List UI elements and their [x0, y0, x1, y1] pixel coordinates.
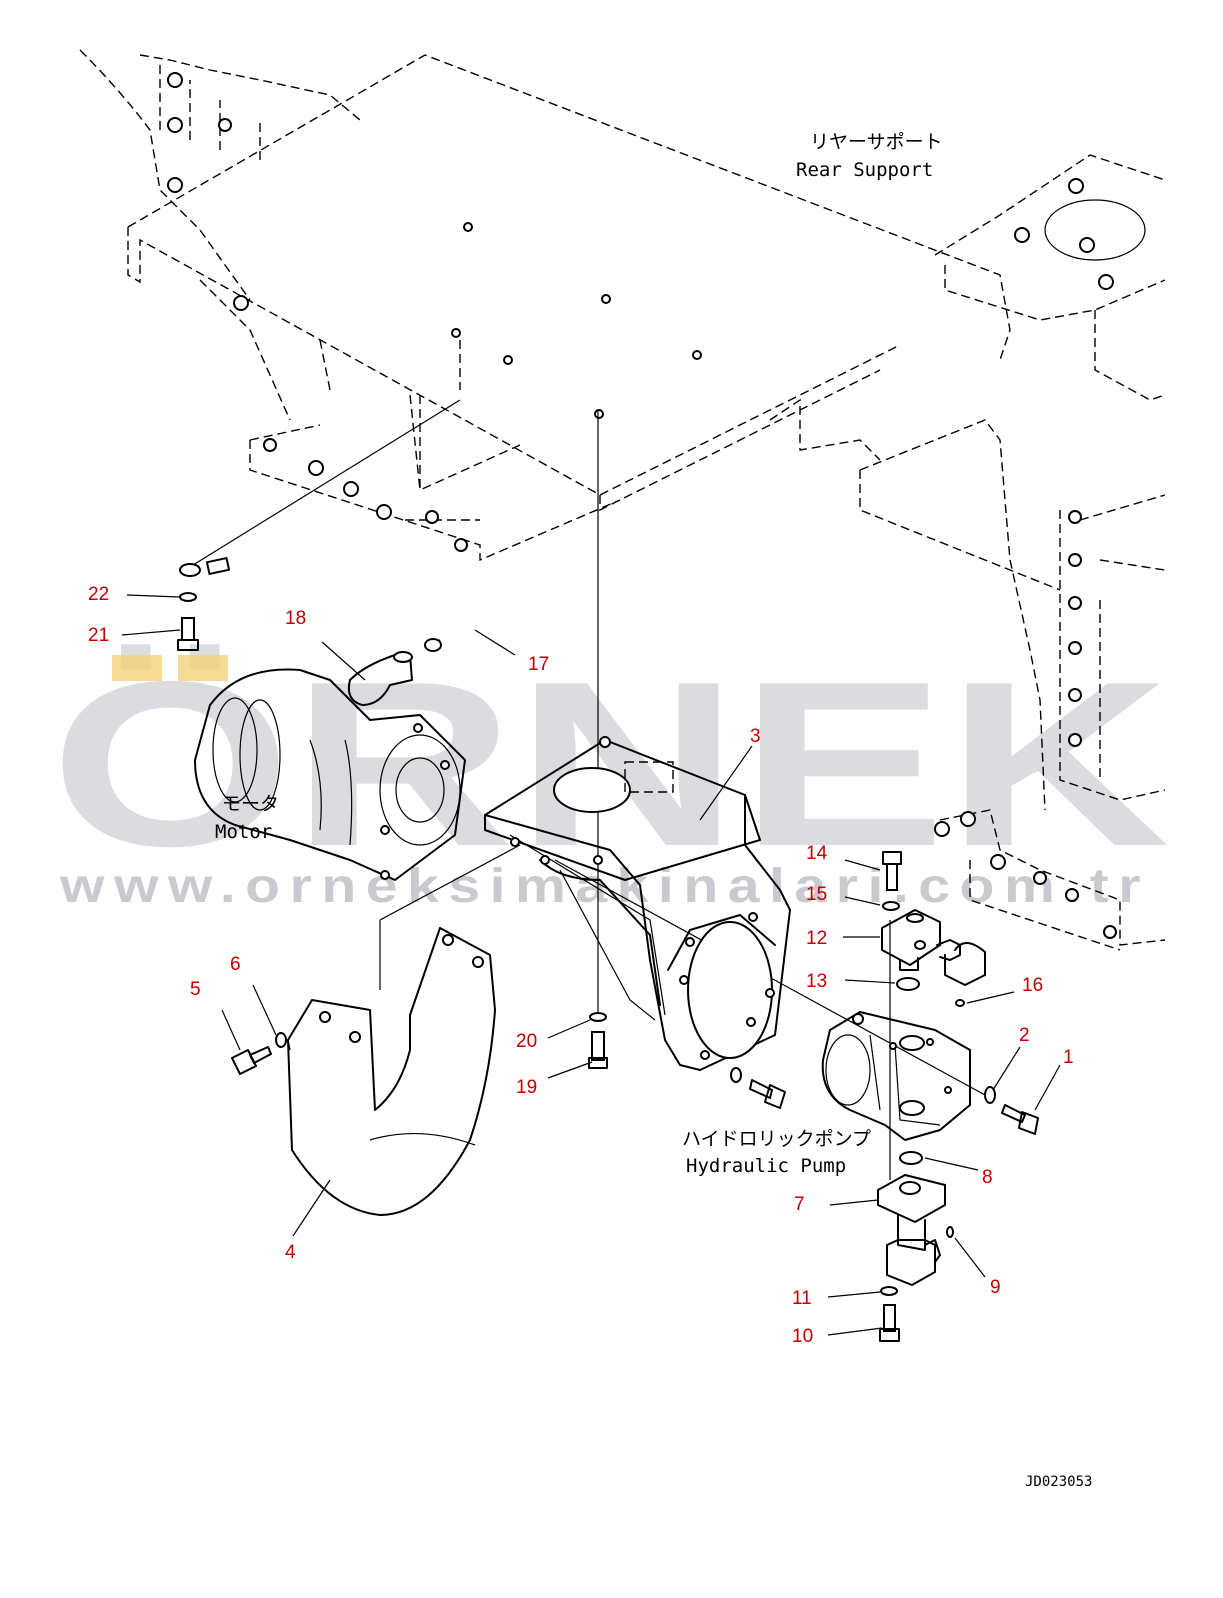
bolt-10	[879, 1286, 900, 1342]
bolt-5	[231, 1032, 287, 1075]
bolt-1	[984, 1086, 1039, 1135]
elbow-fitting-7	[877, 1174, 946, 1286]
pump-label-jp: ハイドロリックポンプ	[682, 1128, 871, 1150]
callout-12: 12	[806, 928, 827, 949]
callout-11: 11	[792, 1288, 812, 1309]
callout-15: 15	[806, 884, 827, 905]
motor-label-jp: モータ	[222, 793, 279, 815]
callout-5: 5	[190, 979, 201, 1000]
o-ring-9	[946, 1226, 954, 1238]
pump-mount-bolt	[730, 1067, 786, 1109]
callout-4: 4	[285, 1242, 296, 1263]
watermark-accent-left	[112, 655, 162, 681]
callout-3: 3	[750, 726, 761, 747]
drawing-code: JD023053	[1025, 1474, 1092, 1490]
callout-leaders	[121, 594, 1061, 1336]
callout-6: 6	[230, 954, 241, 975]
callout-9: 9	[990, 1277, 1001, 1298]
component-labels: リヤーサポート Rear Support モータ Motor ハイドロリックポン…	[215, 131, 1092, 1490]
rear-support	[127, 54, 1011, 562]
terminal-boot-18	[347, 651, 413, 706]
o-ring-13	[896, 977, 920, 991]
callout-2: 2	[1019, 1025, 1030, 1046]
hydraulic-pump	[821, 1011, 971, 1141]
motor	[194, 668, 466, 881]
callout-7: 7	[794, 1194, 805, 1215]
bolt-14	[882, 851, 902, 911]
cover-4	[287, 927, 496, 1216]
callout-8: 8	[982, 1167, 993, 1188]
right-frame	[859, 154, 1166, 951]
rear-frame	[79, 49, 361, 301]
callout-14: 14	[806, 843, 828, 864]
rear-support-label-jp: リヤーサポート	[810, 131, 943, 153]
battery-cable	[179, 550, 471, 652]
elbow-fitting-12	[881, 909, 986, 986]
callout-17: 17	[528, 654, 549, 675]
pump-label-en: Hydraulic Pump	[686, 1155, 846, 1177]
callout-numbers: 1 2 3 4 5 6 7 8 9 10 11 12 13 14 15 16 1…	[88, 584, 1074, 1347]
callout-19: 19	[516, 1077, 537, 1098]
callout-10: 10	[792, 1326, 813, 1347]
callout-20: 20	[516, 1031, 537, 1052]
callout-13: 13	[806, 971, 827, 992]
motor-label-en: Motor	[215, 821, 272, 843]
watermark-accent-right	[178, 655, 228, 681]
bolt-19	[588, 1012, 608, 1069]
callout-22: 22	[88, 584, 109, 605]
o-ring-16	[955, 999, 965, 1007]
callout-1: 1	[1063, 1047, 1074, 1068]
pump-bracket-3	[484, 736, 791, 1071]
callout-21: 21	[88, 625, 109, 646]
callout-16: 16	[1022, 975, 1043, 996]
watermark-url: www.orneksimakinalari.com.tr	[59, 860, 1150, 913]
o-ring-8	[899, 1151, 923, 1165]
rear-support-label-en: Rear Support	[796, 159, 933, 181]
callout-18: 18	[285, 608, 306, 629]
